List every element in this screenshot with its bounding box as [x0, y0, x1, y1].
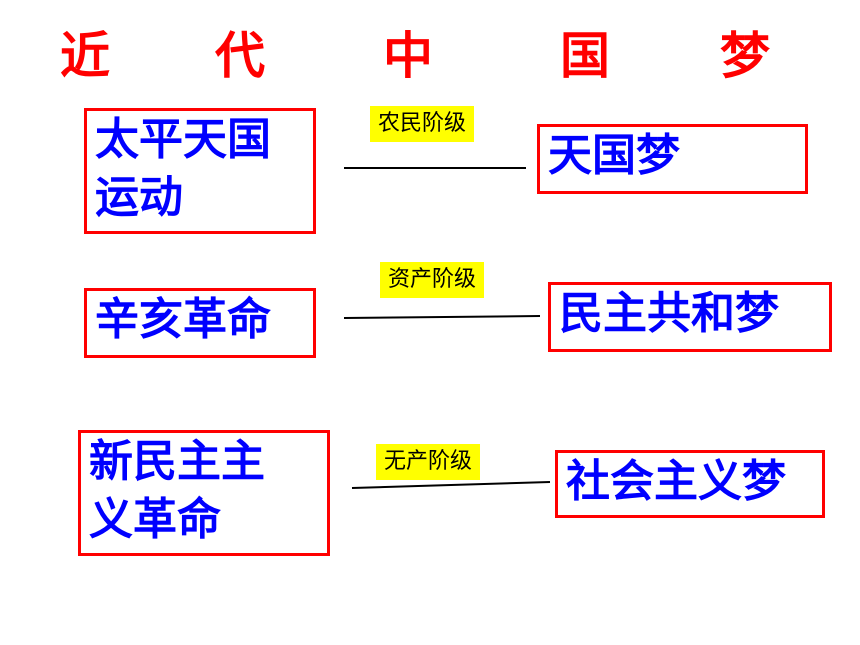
movement-box-new-democratic: 新民主主 义革命 — [78, 430, 330, 556]
dream-box-socialism: 社会主义梦 — [555, 450, 825, 518]
connector-line-3 — [351, 481, 551, 489]
title-char-2: 代 — [215, 27, 265, 85]
dream-box-republic: 民主共和梦 — [548, 282, 832, 352]
title-char-4: 国 — [560, 27, 610, 85]
class-label-proletariat: 无产阶级 — [376, 444, 481, 480]
connector-line-2 — [343, 315, 541, 319]
title-char-3: 中 — [383, 27, 433, 85]
dream-box-tianguo: 天国梦 — [537, 124, 808, 194]
movement-box-xinhai: 辛亥革命 — [84, 288, 316, 358]
class-label-bourgeois: 资产阶级 — [380, 262, 485, 298]
class-label-peasant: 农民阶级 — [370, 106, 475, 142]
movement-box-taiping: 太平天国 运动 — [84, 108, 316, 234]
title-char-1: 近 — [60, 27, 110, 85]
title-char-5: 梦 — [720, 27, 770, 85]
